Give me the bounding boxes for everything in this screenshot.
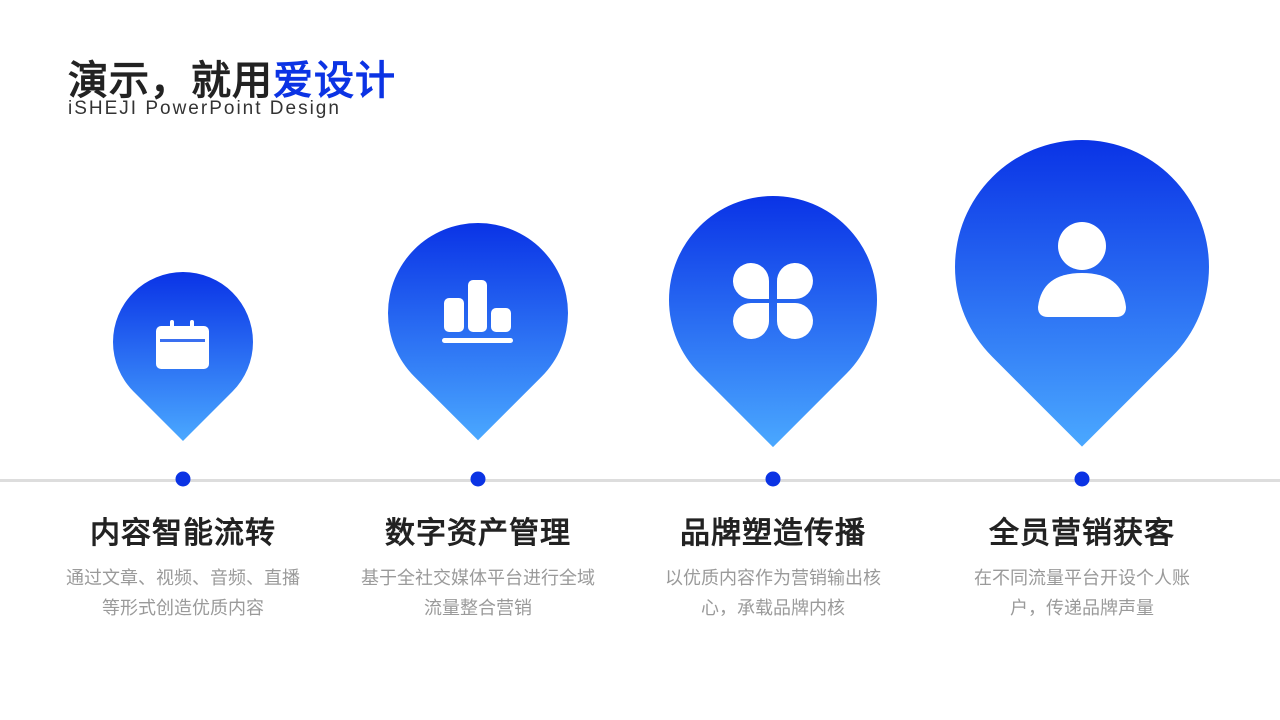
feature-desc: 基于全社交媒体平台进行全域流量整合营销 [361, 568, 595, 619]
page-subtitle: iSHEJI PowerPoint Design [68, 98, 341, 119]
feature-title: 品牌塑造传播 [680, 516, 866, 551]
feature-item-3: 品牌塑造传播 以优质内容作为营销输出核心，承载品牌内核 [633, 508, 913, 624]
page-title: 演示，就用爱设计 [68, 48, 396, 106]
title-accent: 爱设计 [273, 58, 396, 104]
timeline-dot-1 [175, 471, 191, 487]
feature-desc: 以优质内容作为营销输出核心，承载品牌内核 [665, 568, 881, 619]
pin-marker-3 [669, 195, 877, 448]
title-main: 演示，就用 [68, 58, 273, 104]
feature-item-4: 全员营销获客 在不同流量平台开设个人账户，传递品牌声量 [942, 508, 1222, 624]
timeline-dot-2 [470, 471, 486, 487]
calendar-icon [156, 320, 209, 369]
user-icon [1038, 222, 1126, 317]
timeline-dot-3 [765, 471, 781, 487]
bar-chart-icon [442, 280, 513, 343]
grid-icon [733, 263, 813, 340]
timeline-dot-4 [1074, 471, 1090, 487]
feature-desc: 在不同流量平台开设个人账户，传递品牌声量 [974, 568, 1190, 619]
feature-item-2: 数字资产管理 基于全社交媒体平台进行全域流量整合营销 [338, 508, 618, 624]
feature-title: 全员营销获客 [989, 516, 1175, 551]
feature-item-1: 内容智能流转 通过文章、视频、音频、直播等形式创造优质内容 [43, 508, 323, 624]
feature-title: 内容智能流转 [90, 516, 276, 551]
timeline-line [0, 479, 1280, 482]
feature-desc: 通过文章、视频、音频、直播等形式创造优质内容 [66, 568, 300, 619]
feature-title: 数字资产管理 [385, 516, 571, 551]
